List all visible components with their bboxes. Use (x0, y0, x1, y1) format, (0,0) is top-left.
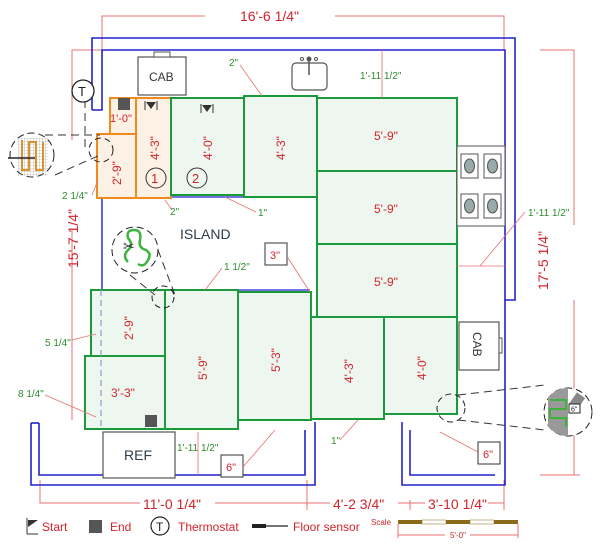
mat-label: 2'-9" (122, 316, 136, 340)
mat-label: 4'-0" (201, 136, 215, 160)
mat-label: 5'-9" (374, 202, 398, 216)
end-marker (145, 415, 157, 427)
sensor-marker (88, 137, 114, 163)
sink[interactable] (291, 56, 328, 91)
scissors-icon: ✂ (123, 238, 135, 254)
legend-floor-sensor: Floor sensor (293, 520, 360, 534)
legend-thermostat-icon: T (156, 520, 164, 534)
mat-label: 5'-9" (374, 275, 398, 289)
mat-label: 5'-9" (196, 356, 210, 380)
island-label: ISLAND (180, 226, 231, 242)
mat-4[interactable] (316, 97, 458, 172)
ref-label: REF (124, 447, 152, 463)
dim-top-total: 16'-6 1/4" (240, 8, 299, 24)
clearance-label: 1'-11 1/2" (528, 208, 570, 219)
mat-label: 4'-3" (148, 136, 162, 160)
circuit-1-badge (145, 167, 167, 189)
mat-label: 5'-3" (269, 348, 283, 372)
start-marker (144, 101, 158, 110)
box-6in-right-label: 6" (483, 449, 493, 461)
dim-bottom-mid: 4'-2 3/4" (333, 496, 384, 512)
clearance-label: 1" (331, 436, 341, 447)
mat-2[interactable] (170, 97, 245, 196)
clearance-label: 1 1/2" (224, 262, 250, 273)
mat-label: 2'-9" (110, 161, 124, 185)
dim-bottom-left: 11'-0 1/4" (143, 496, 201, 512)
cab-right[interactable] (458, 321, 503, 371)
mat-9[interactable] (164, 289, 239, 430)
cab-right-label: CAB (470, 332, 484, 357)
circuit-1-mats (96, 97, 172, 199)
mat-label: 3'-3" (111, 386, 135, 400)
mat-label: 4'-3" (342, 359, 356, 383)
clearance-label: 1'-11 1/2" (360, 71, 402, 82)
mat-10[interactable] (237, 291, 312, 421)
mat-11[interactable] (310, 316, 385, 420)
sensor-marker (151, 285, 175, 309)
sensor-detail-island: ✂ (111, 226, 159, 274)
dim-bottom-right: 3'-10 1/4" (428, 496, 487, 512)
end-marker (118, 98, 130, 110)
circuit-2-mats (84, 95, 458, 430)
clearance-label: 2 1/4" (62, 191, 88, 202)
legend-thermostat: Thermostat (178, 520, 239, 534)
thermostat-icon[interactable] (71, 79, 95, 103)
dim-right-total: 17'-5 1/4" (535, 231, 551, 290)
ref[interactable] (102, 431, 176, 479)
burner (483, 153, 502, 179)
circuit-1-number: 1 (151, 171, 158, 186)
circuit-2-number: 2 (192, 171, 199, 186)
box-6in-right (477, 441, 501, 465)
burner (483, 193, 502, 219)
box-3in-label: 3" (270, 250, 280, 262)
burner (460, 193, 479, 219)
legend-graphics (26, 516, 519, 538)
box-6in-left (220, 454, 244, 478)
cab-top[interactable] (137, 51, 187, 96)
clearance-label: 2" (170, 207, 180, 218)
legend-start: Start (42, 520, 68, 534)
burner (460, 153, 479, 179)
scale-label: Scale (371, 518, 392, 527)
mat-label: 4'-3" (274, 136, 288, 160)
thermostat-glyph: T (78, 84, 86, 99)
clearance-label: 1'-11 1/2" (177, 443, 219, 454)
dim-left-total: 15'-7 1/4" (65, 209, 81, 268)
mat-1b[interactable] (96, 133, 137, 199)
dimension-lines (39, 15, 580, 510)
start-marker (200, 104, 214, 113)
box-3in (264, 242, 288, 266)
mat-6[interactable] (316, 243, 458, 318)
cab-top-label: CAB (149, 70, 174, 84)
mat-label: 5'-9" (374, 129, 398, 143)
scale-bar (397, 519, 519, 538)
stove[interactable] (456, 145, 506, 227)
legend-end: End (110, 520, 131, 534)
sensor-marker (436, 393, 466, 423)
clearance-label: 8 1/4" (18, 389, 44, 400)
mat-12[interactable] (383, 316, 458, 415)
mat-label: 4'-0" (415, 356, 429, 380)
box-6in-left-label: 6" (226, 462, 236, 474)
mat-label: 1'-0" (110, 113, 132, 125)
clearance-label: 5 1/4" (45, 338, 71, 349)
clearance-label: 2" (229, 58, 239, 69)
sensor-detail-left (8, 132, 55, 178)
sensor-detail-right: 6" (543, 387, 593, 437)
circuit-2-badge (186, 167, 208, 189)
scale-value: 5'-0" (450, 531, 466, 540)
clearance-label: 1" (258, 208, 268, 219)
detail-6in-label: 6" (571, 407, 578, 414)
